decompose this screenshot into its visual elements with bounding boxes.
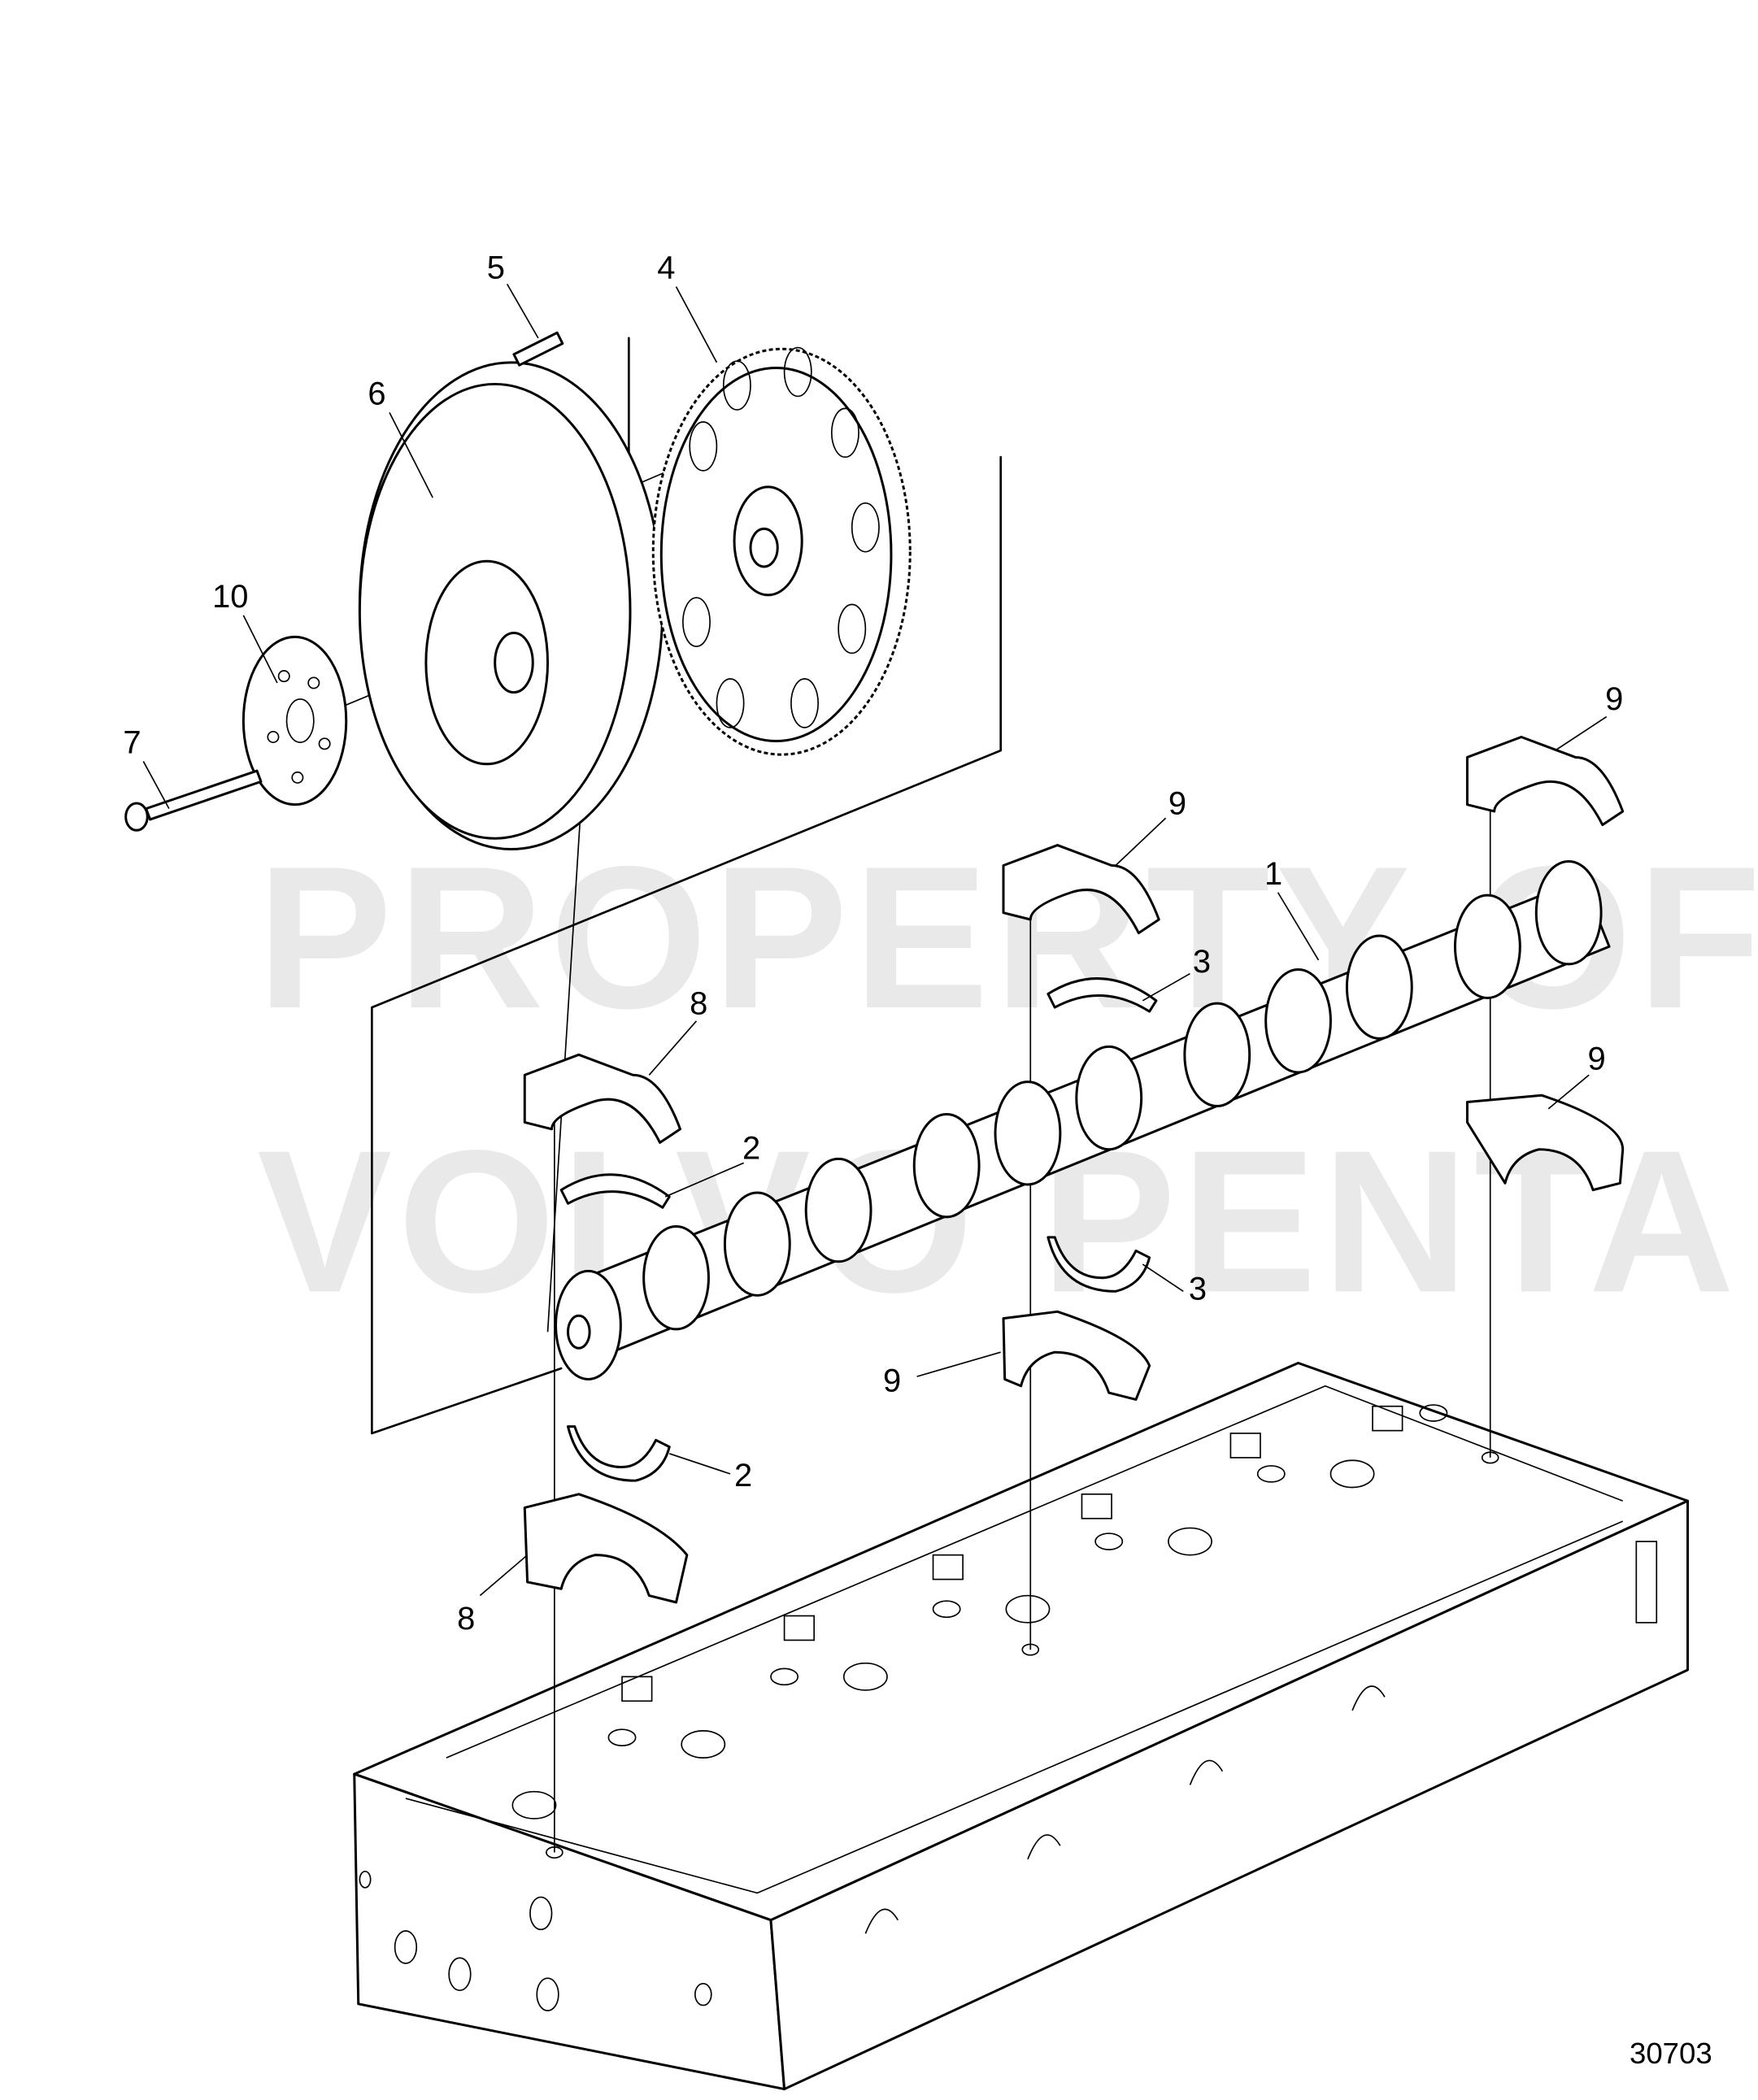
callout-camshaft-gear: 4 bbox=[657, 250, 675, 286]
callout-washer-plate: 10 bbox=[212, 579, 248, 615]
bearing-cap-rear-upper bbox=[1465, 736, 1625, 827]
bolt bbox=[124, 769, 263, 832]
flywheel-damper bbox=[358, 361, 664, 851]
bearing-shell-front-lower bbox=[566, 1425, 671, 1482]
washer-plate bbox=[242, 635, 348, 807]
callout-bearing-shell-front-lower: 2 bbox=[734, 1458, 752, 1493]
pin bbox=[512, 331, 564, 367]
callout-bearing-shell-mid-lower: 3 bbox=[1189, 1271, 1207, 1307]
bearing-cap-mid-lower bbox=[1002, 1310, 1151, 1401]
bearing-cap-mid-upper bbox=[1002, 844, 1160, 935]
camshaft bbox=[555, 860, 1611, 1380]
callout-bearing-shell-mid-upper: 3 bbox=[1193, 944, 1211, 980]
camshaft-gear bbox=[651, 346, 912, 756]
bearing-cap-front-lower bbox=[523, 1493, 689, 1604]
bearing-cap-rear-lower bbox=[1465, 1093, 1625, 1192]
callout-bolt: 7 bbox=[123, 724, 141, 760]
callout-bearing-cap-front-upper: 8 bbox=[690, 985, 707, 1021]
callout-bearing-shell-front-upper: 2 bbox=[742, 1130, 760, 1166]
bearing-shell-front-upper bbox=[559, 1173, 671, 1209]
callout-flywheel-damper: 6 bbox=[368, 376, 385, 411]
figure-number: 30703 bbox=[1630, 2037, 1712, 2070]
callout-bearing-cap-mid-lower: 9 bbox=[883, 1363, 901, 1398]
bearing-cap-front-upper bbox=[523, 1053, 682, 1144]
callout-bearing-cap-front-lower: 8 bbox=[457, 1601, 475, 1637]
callout-pin: 5 bbox=[487, 250, 505, 286]
bearing-shell-mid-lower bbox=[1047, 1236, 1151, 1293]
callout-bearing-cap-rear-lower: 9 bbox=[1587, 1041, 1605, 1077]
callouts: 5 4 6 10 7 9 9 1 3 8 9 2 3 9 2 8 bbox=[123, 250, 1623, 1637]
callout-bearing-cap-rear-upper: 9 bbox=[1605, 681, 1623, 717]
callout-camshaft: 1 bbox=[1264, 856, 1282, 892]
callout-bearing-cap-mid-upper: 9 bbox=[1168, 785, 1186, 821]
cylinder-head bbox=[353, 1362, 1690, 2091]
leader-lines bbox=[142, 283, 1608, 1597]
bearing-shell-mid-upper bbox=[1047, 977, 1158, 1013]
